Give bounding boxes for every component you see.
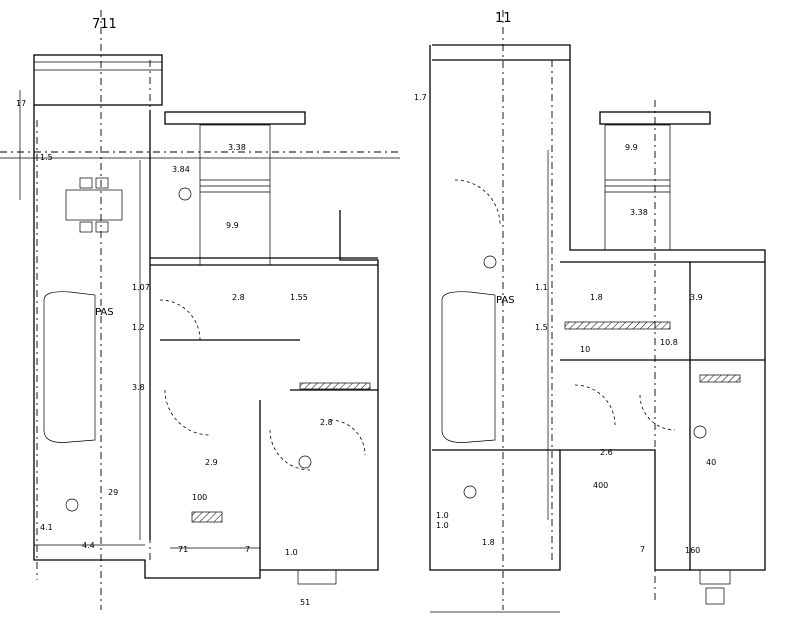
right-entry-step	[699, 569, 731, 585]
left-door-arc-2	[269, 429, 311, 471]
left-side-dim-top: 17	[16, 99, 26, 108]
left-bottom-dim-4: 51	[300, 598, 310, 607]
left-area-1: 9.9	[226, 221, 239, 230]
left-outer-wall	[33, 105, 379, 579]
right-floor-plan: 11 1.7 PAS 3.38 9.9 1.8 3.9 1.	[414, 10, 766, 613]
right-fixture-circle-3	[693, 425, 707, 439]
right-room-dim-1: 3.38	[630, 208, 648, 217]
right-bottom-dim-1: 1.0	[436, 521, 449, 530]
left-fixture-circle-3	[178, 187, 192, 201]
left-room-dim-2: 3.84	[172, 165, 190, 174]
left-bathtub	[43, 291, 96, 443]
right-fixture-circle-1	[463, 485, 477, 499]
left-door-arc-3	[329, 419, 366, 456]
left-area-6: 1.0	[285, 548, 298, 557]
left-chair-2	[95, 177, 109, 189]
left-label-pas: PAS	[95, 307, 114, 318]
right-room-dim-5: 1.1	[535, 283, 548, 292]
right-room-dim-9: 2.6	[600, 448, 613, 457]
right-room-dim-6: 10	[580, 345, 590, 354]
right-label-pas: PAS	[496, 295, 515, 306]
left-room-dim-4: 2.8	[232, 293, 245, 302]
left-room-dim-8: 1.55	[290, 293, 308, 302]
left-top-block	[33, 54, 163, 106]
right-area-2: 1.0	[436, 511, 449, 520]
left-chair-4	[95, 221, 109, 233]
right-side-dim: 1.7	[414, 93, 427, 102]
left-chair-1	[79, 177, 93, 189]
left-floor-plan: 711 17	[16, 10, 379, 610]
left-fixture-circle-1	[65, 498, 79, 512]
left-area-3: 2.9	[205, 458, 218, 467]
right-area-1: 40	[706, 458, 716, 467]
right-bottom-dim-2: 7	[640, 545, 645, 554]
left-fixture-circle-2	[298, 455, 312, 469]
right-room-dim-4: 3.9	[690, 293, 703, 302]
left-room-dim-9: 2.8	[320, 418, 333, 427]
right-top-dim: 11	[495, 11, 512, 26]
left-room-dim-7: 3.8	[132, 383, 145, 392]
right-room-dim-3: 1.8	[590, 293, 603, 302]
right-fixture-circle-2	[483, 255, 497, 269]
left-bottom-dim-2: 7	[245, 545, 250, 554]
left-stair-shaft	[199, 124, 271, 266]
right-door-arc-3	[454, 179, 501, 226]
left-area-4: 100	[192, 493, 207, 502]
right-stair-block	[599, 111, 711, 125]
right-door-arc-2	[639, 394, 676, 431]
left-table	[65, 189, 123, 221]
left-top-dim: 711	[92, 17, 117, 32]
right-area-4: 400	[593, 481, 608, 490]
left-room-dim-6: 1.2	[132, 323, 145, 332]
left-area-5: 29	[108, 488, 118, 497]
left-entry-step	[297, 569, 337, 585]
right-wall-hatched-1	[564, 321, 671, 330]
right-area-5: 160	[685, 546, 700, 555]
right-room-dim-8: 10.8	[660, 338, 678, 347]
left-bottom-dim-3: 71	[178, 545, 188, 554]
right-bathtub	[441, 291, 496, 443]
left-room-dim-3: 3.38	[228, 143, 246, 152]
left-area-2: 4.4	[82, 541, 95, 550]
right-area-3: 1.8	[482, 538, 495, 547]
right-wall-hatched-2	[699, 374, 741, 383]
left-door-arc-4	[164, 389, 211, 436]
left-door-arc-1	[159, 299, 201, 341]
left-room-dim-5: 1.07	[132, 283, 150, 292]
right-room-dim-7: 1.5	[535, 323, 548, 332]
left-chair-3	[79, 221, 93, 233]
right-outer-wall	[429, 44, 766, 571]
right-door-arc-1	[574, 384, 616, 426]
right-stair-shaft	[604, 124, 671, 251]
left-bottom-dim-1: 4.1	[40, 523, 53, 532]
right-entry-step-2	[705, 587, 725, 605]
left-room-dim-1: 1.5	[40, 153, 53, 162]
left-wall-hatched	[299, 382, 371, 390]
right-room-dim-2: 9.9	[625, 143, 638, 152]
left-bottom-hatch	[191, 511, 223, 523]
left-stair-block	[164, 111, 306, 125]
